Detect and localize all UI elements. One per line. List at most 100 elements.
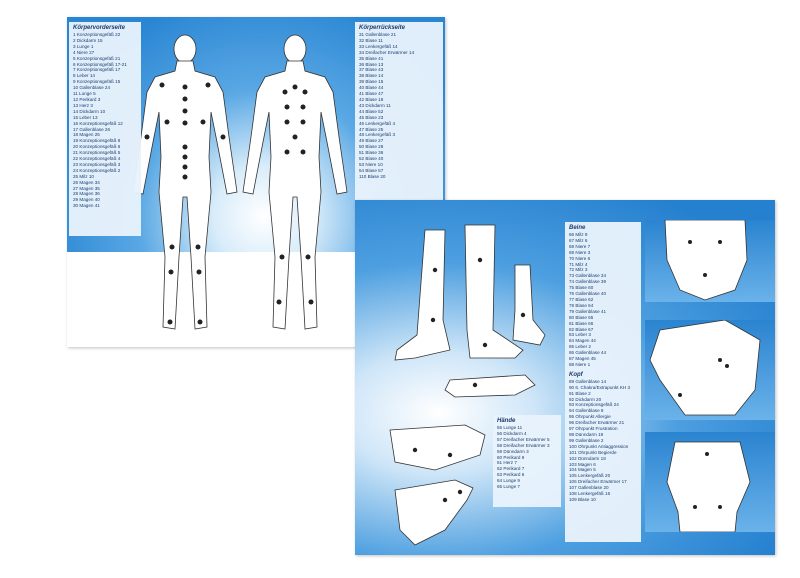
acupoint-list-item: 67 Milz 6 xyxy=(569,237,588,243)
acupoint-list-item: 19 Konzeptionsgefäß 8 xyxy=(73,138,121,144)
acupoint-list-item: 70 Niere 6 xyxy=(569,255,591,261)
acupoint-list-item: 50 Blase 28 xyxy=(359,144,384,150)
foot-side-figure xyxy=(512,264,546,346)
acupoint-list-item: 32 Blase 11 xyxy=(359,37,383,43)
acupoint-list-item: 81 Blase 66 xyxy=(569,320,594,326)
acupoint-markers xyxy=(412,257,526,503)
acupoint-list-item: 58 Dreifacher Erwärmer 3 xyxy=(497,442,550,448)
acupoint-list-item: 68 Niere 7 xyxy=(569,243,591,249)
acupoint-list-item: 75 Blase 60 xyxy=(569,285,594,291)
acupoint-list-item: 90 6. Chakra/Extrapunkt KH 3 xyxy=(569,384,631,390)
acupoint-list-item: 3 Lunge 1 xyxy=(73,43,94,49)
acupoint-list-item: 4 Niere 27 xyxy=(73,49,95,55)
acupoint-list-item: 23 Konzeptionsgefäß 3 xyxy=(73,161,121,167)
acupoint-list-item: 92 Dickdarm 20 xyxy=(569,396,602,402)
head-side-panel xyxy=(645,320,775,420)
legend-title: Beine xyxy=(569,225,586,231)
acupoint-list-item: 100 Ohrpunkt Antiaggression xyxy=(569,443,629,449)
legend-title: Körperrückseite xyxy=(359,25,406,31)
acupoint-list-item: 38 Blase 14 xyxy=(359,73,384,79)
acupoint-list-item: 91 Blase 2 xyxy=(569,390,591,396)
acupoint-list-item: 101 Ohrpunkt Begierde xyxy=(569,449,617,455)
head-back-figure xyxy=(666,441,751,532)
acupoint-list-item: 54 Blase 57 xyxy=(359,167,384,173)
acupoint-list-item: 10 Gallenblase 24 xyxy=(73,85,111,91)
acupoint-list-item: 34 Dreifacher Erwärmer 14 xyxy=(359,49,415,55)
acupoint-list-item: 27 Magen 35 xyxy=(73,185,100,191)
acupoint-list-item: 109 Blase 10 xyxy=(569,496,596,502)
acupoint-list-item: 107 Gallenblase 20 xyxy=(569,485,609,491)
acupoint-list-item: 49 Blase 27 xyxy=(359,138,384,144)
leg-side-figure xyxy=(394,229,451,361)
acupoint-list-item: 83 Leber 3 xyxy=(569,332,591,338)
limb-figures xyxy=(389,224,546,546)
acupoint-list-item: 48 Lenkergefäß 3 xyxy=(359,132,396,138)
acupoint-list-item: 65 Lunge 7 xyxy=(497,484,520,490)
acupoint-list-item: 69 Niere 3 xyxy=(569,249,591,255)
foot-sole-figure xyxy=(444,374,536,398)
acupoint-list-item: 30 Magen 41 xyxy=(73,203,100,209)
acupoint-list-item: 88 Niere 1 xyxy=(569,361,591,367)
acupoint-list-item: 52 Blase 40 xyxy=(359,156,384,162)
head-front-panel xyxy=(645,220,775,302)
acupoint-list-item: 99 Gallenblase 2 xyxy=(569,437,604,443)
acupoint-list-item: 66 Milz 9 xyxy=(569,232,588,237)
acupoint-list-item: 5 Konzeptionsgefäß 21 xyxy=(73,55,121,61)
acupoint-list-item: 21 Konzeptionsgefäß 5 xyxy=(73,150,121,156)
acupoint-list-item: 17 Gallenblase 26 xyxy=(73,126,111,132)
acupoint-list-item: 46 Lenkergefäß 4 xyxy=(359,120,396,126)
acupoint-list-item: 12 Perikard 3 xyxy=(73,96,101,102)
head-front-figure xyxy=(664,220,748,301)
hand-back-figure xyxy=(389,424,486,471)
acupoint-list-item: 1 Konzeptionsgefäß 22 xyxy=(73,32,121,37)
acupoint-list-item: 16 Konzeptionsgefäß 12 xyxy=(73,120,123,126)
acupoint-list-item: 6 Konzeptionsgefäß 17-21 xyxy=(73,61,127,67)
acupoint-list-item: 82 Blase 67 xyxy=(569,326,594,332)
acupoint-list-item: 41 Blase 47 xyxy=(359,91,384,97)
back-body-figure xyxy=(242,34,348,330)
acupoint-list-item: 2 Dickdarm 15 xyxy=(73,37,103,43)
legend-title: Körpervorderseite xyxy=(73,25,126,31)
acupoint-list-item: 61 Herz 7 xyxy=(497,460,517,466)
acupoint-list-item: 57 Dreifacher Erwärmer 5 xyxy=(497,436,550,442)
front-body-figure xyxy=(132,34,238,330)
acupoint-list-item: 93 Konzeptionsgefäß 24 xyxy=(569,402,619,408)
acupoint-list-item: 106 Dreifacher Erwärmer 17 xyxy=(569,479,627,485)
acupoint-list-item: 80 Blase 65 xyxy=(569,314,594,320)
hand-palm-figure xyxy=(394,479,474,546)
acupoint-list-item: 25 Milz 10 xyxy=(73,173,94,179)
acupoint-list-item: 76 Gallenblase 40 xyxy=(569,291,607,297)
acupoint-list-item: 108 Lenkergefäß 16 xyxy=(569,491,611,497)
acupoint-list-item: 33 Lenkergefäß 14 xyxy=(359,43,398,49)
acupoint-list-item: 18 Magen 25 xyxy=(73,132,100,138)
acupoint-list-item: 104 Magen 5 xyxy=(569,467,596,473)
head-side-figure xyxy=(649,320,761,416)
acupoint-list-item: 13 Herz 3 xyxy=(73,102,93,108)
acupoint-list-item: 44 Blase 52 xyxy=(359,108,384,114)
acupoint-list-item: 79 Gallenblase 41 xyxy=(569,308,607,314)
acupoint-list-item: 35 Blase 41 xyxy=(359,55,384,61)
acupoint-list-item: 22 Konzeptionsgefäß 4 xyxy=(73,156,121,162)
acupoint-list-item: 98 Dünndarm 19 xyxy=(569,432,604,437)
acupoint-list-item: 84 Magen 44 xyxy=(569,338,596,344)
acupoint-list-item: 47 Blase 25 xyxy=(359,126,384,132)
acupoint-list-item: 110 Blase 20 xyxy=(359,173,386,179)
acupoint-list-item: 37 Blase 43 xyxy=(359,67,384,73)
acupoint-list-item: 26 Magen 34 xyxy=(73,179,100,185)
acupoint-list-item: 77 Blase 62 xyxy=(569,296,594,302)
acupoint-list-item: 89 Gallenblase 14 xyxy=(569,378,607,384)
acupoint-list-item: 7 Konzeptionsgefäß 17 xyxy=(73,67,121,73)
acupoint-list-item: 55 Lunge 11 xyxy=(497,425,523,430)
acupoint-list-item: 94 Gallenblase 8 xyxy=(569,408,604,414)
acupoint-list-item: 78 Blase 64 xyxy=(569,302,594,308)
acupoint-list-item: 103 Magen 6 xyxy=(569,461,596,467)
acupoint-list-item: 72 Milz 3 xyxy=(569,267,588,273)
acupoint-list-item: 11 Lunge 5 xyxy=(73,91,96,97)
acupoint-list-item: 42 Blase 18 xyxy=(359,96,384,102)
acupoint-list-item: 15 Leber 13 xyxy=(73,114,98,120)
